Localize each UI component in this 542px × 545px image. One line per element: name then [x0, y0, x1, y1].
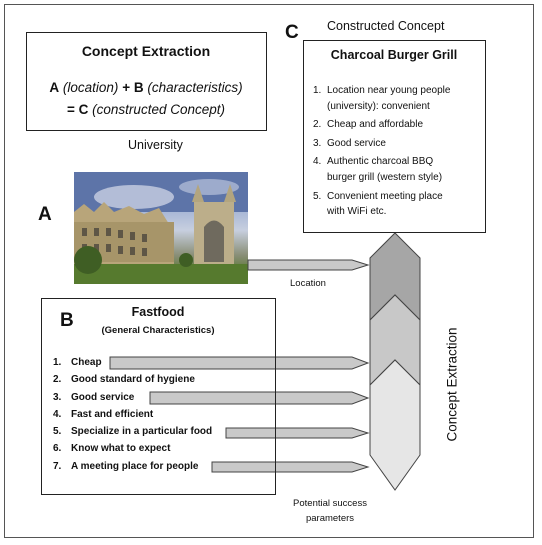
- constructed-concept-label: Constructed Concept: [327, 19, 445, 33]
- letter-c: C: [285, 22, 299, 43]
- location-label: Location: [290, 278, 326, 289]
- arrow-cheap: [109, 356, 370, 370]
- formula-line-1: A (location) + B (characteristics): [27, 80, 265, 95]
- concept-extraction-title: Concept Extraction: [81, 43, 211, 59]
- list-item: 1.Cheap: [53, 357, 102, 368]
- fastfood-box: Fastfood (General Characteristics): [41, 298, 276, 495]
- formula-constructed: (constructed Concept): [92, 102, 225, 117]
- arrow-specialize: [225, 427, 370, 439]
- constructed-concept-box: Charcoal Burger Grill: [303, 40, 486, 233]
- list-item: 3. Good service: [313, 137, 386, 149]
- formula-characteristics: (characteristics): [147, 80, 243, 95]
- fastfood-subtitle: (General Characteristics): [101, 325, 215, 336]
- formula-location: (location): [62, 80, 119, 95]
- formula-plus-b: + B: [122, 80, 144, 95]
- list-item: 5.Specialize in a particular food: [53, 426, 213, 438]
- list-item: 5. Convenient meeting place with WiFi et…: [313, 190, 443, 218]
- formula-eq-c: = C: [67, 102, 89, 117]
- university-photo-illustration: [74, 172, 248, 284]
- letter-b: B: [60, 310, 74, 331]
- constructed-concept-title: Charcoal Burger Grill: [330, 48, 458, 62]
- list-item: 1. Location near young people (universit…: [313, 85, 451, 112]
- list-item: 2. Cheap and affordable: [313, 119, 424, 131]
- university-label: University: [128, 138, 183, 152]
- concept-extraction-box: Concept Extraction A (location) + B (cha…: [26, 32, 267, 131]
- letter-a: A: [38, 204, 52, 225]
- formula-a: A: [49, 80, 60, 95]
- fastfood-list: 1.Cheap 2.Good standard of hygiene 3.Goo…: [53, 354, 253, 475]
- list-item: 4. Authentic charcoal BBQ burger grill (…: [313, 156, 443, 183]
- university-photo: [74, 172, 248, 284]
- diagram-frame: [4, 4, 534, 538]
- fastfood-title: Fastfood: [131, 305, 185, 319]
- list-item: 4.Fast and efficient: [53, 408, 154, 420]
- chevron-3: [369, 359, 421, 491]
- arrow-good-service: [149, 391, 370, 405]
- arrow-meeting-place: [211, 461, 370, 473]
- location-arrow: [247, 259, 370, 271]
- list-item: 6.Know what to expect: [53, 443, 171, 455]
- potential-success-label: Potential success parameters: [293, 498, 367, 524]
- list-item: 7.A meeting place for people: [53, 460, 199, 472]
- concept-extraction-vertical-label: Concept Extraction: [444, 327, 460, 442]
- list-item: 2.Good standard of hygiene: [53, 374, 195, 386]
- formula-line-2: = C (constructed Concept): [27, 102, 265, 117]
- list-item: 3.Good service: [53, 391, 135, 403]
- constructed-concept-list: 1. Location near young people (universit…: [313, 83, 483, 220]
